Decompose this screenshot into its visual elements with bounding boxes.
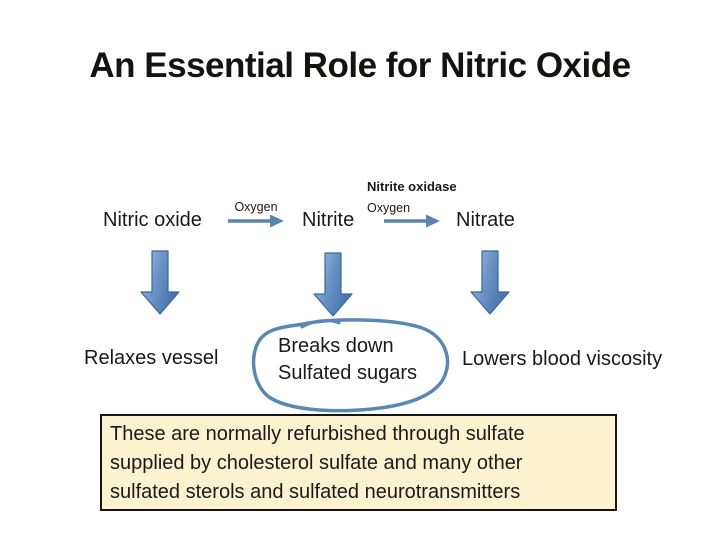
reactant-nitric-oxide: Nitric oxide xyxy=(103,209,202,231)
right-arrow-icon xyxy=(384,214,440,228)
enzyme-label-nitrite-oxidase: Nitrite oxidase xyxy=(367,179,457,194)
right-arrow-icon xyxy=(228,214,284,228)
down-arrow-icon xyxy=(313,252,353,317)
arrow-label-oxygen-1: Oxygen xyxy=(234,200,278,214)
down-arrow-icon xyxy=(470,250,510,315)
note-line-1: These are normally refurbished through s… xyxy=(110,423,525,445)
product-nitrate: Nitrate xyxy=(456,209,515,231)
intermediate-nitrite: Nitrite xyxy=(302,209,355,231)
effect-breaks-down: Breaks down Sulfated sugars xyxy=(278,333,417,387)
slide-title: An Essential Role for Nitric Oxide xyxy=(89,46,631,85)
scribble-ellipse-outline xyxy=(251,318,450,413)
arrow-label-oxygen-2: Oxygen xyxy=(367,201,411,215)
breaks-down-line2: Sulfated sugars xyxy=(278,362,417,384)
effect-relaxes-vessel: Relaxes vessel xyxy=(84,347,219,369)
note-line-3: sulfated sterols and sulfated neurotrans… xyxy=(110,481,521,503)
effect-lowers-viscosity: Lowers blood viscosity xyxy=(462,348,663,370)
breaks-down-line1: Breaks down xyxy=(278,335,394,357)
note-line-2: supplied by cholesterol sulfate and many… xyxy=(110,452,523,474)
down-arrow-icon xyxy=(140,250,180,315)
note-box: These are normally refurbished through s… xyxy=(100,414,617,511)
